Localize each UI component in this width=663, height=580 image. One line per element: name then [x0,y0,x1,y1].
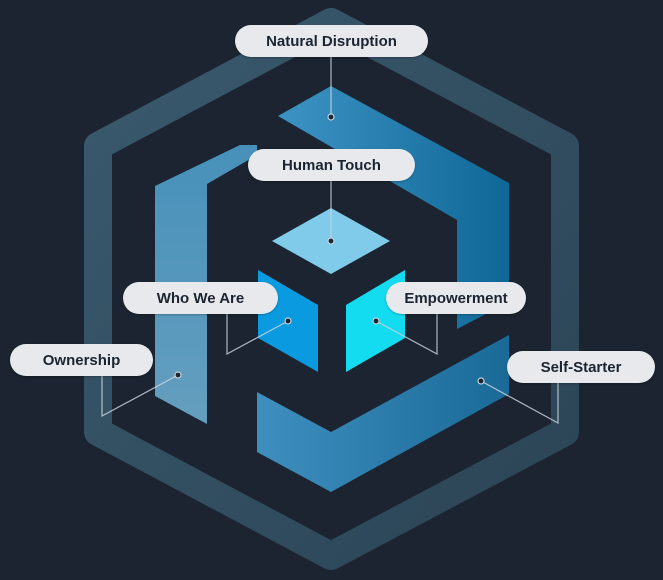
node-empowerment [372,317,380,325]
connector-who-we-are [226,314,289,356]
empowerment-label[interactable]: Empowerment [386,282,526,314]
who-we-are-label[interactable]: Who We Are [123,282,278,314]
top-right-band-shape [278,86,509,329]
node-natural-disruption [327,113,335,121]
connector-self-starter [480,380,559,425]
ownership-label[interactable]: Ownership [10,344,153,376]
node-ownership [174,371,182,379]
natural-disruption-label[interactable]: Natural Disruption [235,25,428,57]
human-touch-label[interactable]: Human Touch [248,149,415,181]
node-self-starter [477,377,485,385]
connector-ownership [101,374,179,418]
connector-empowerment [375,314,438,356]
node-human-touch [327,237,335,245]
node-who-we-are [284,317,292,325]
bottom-band-shape [257,335,509,492]
self-starter-label[interactable]: Self-Starter [507,351,655,383]
outer-hexagon-ring [84,8,579,570]
